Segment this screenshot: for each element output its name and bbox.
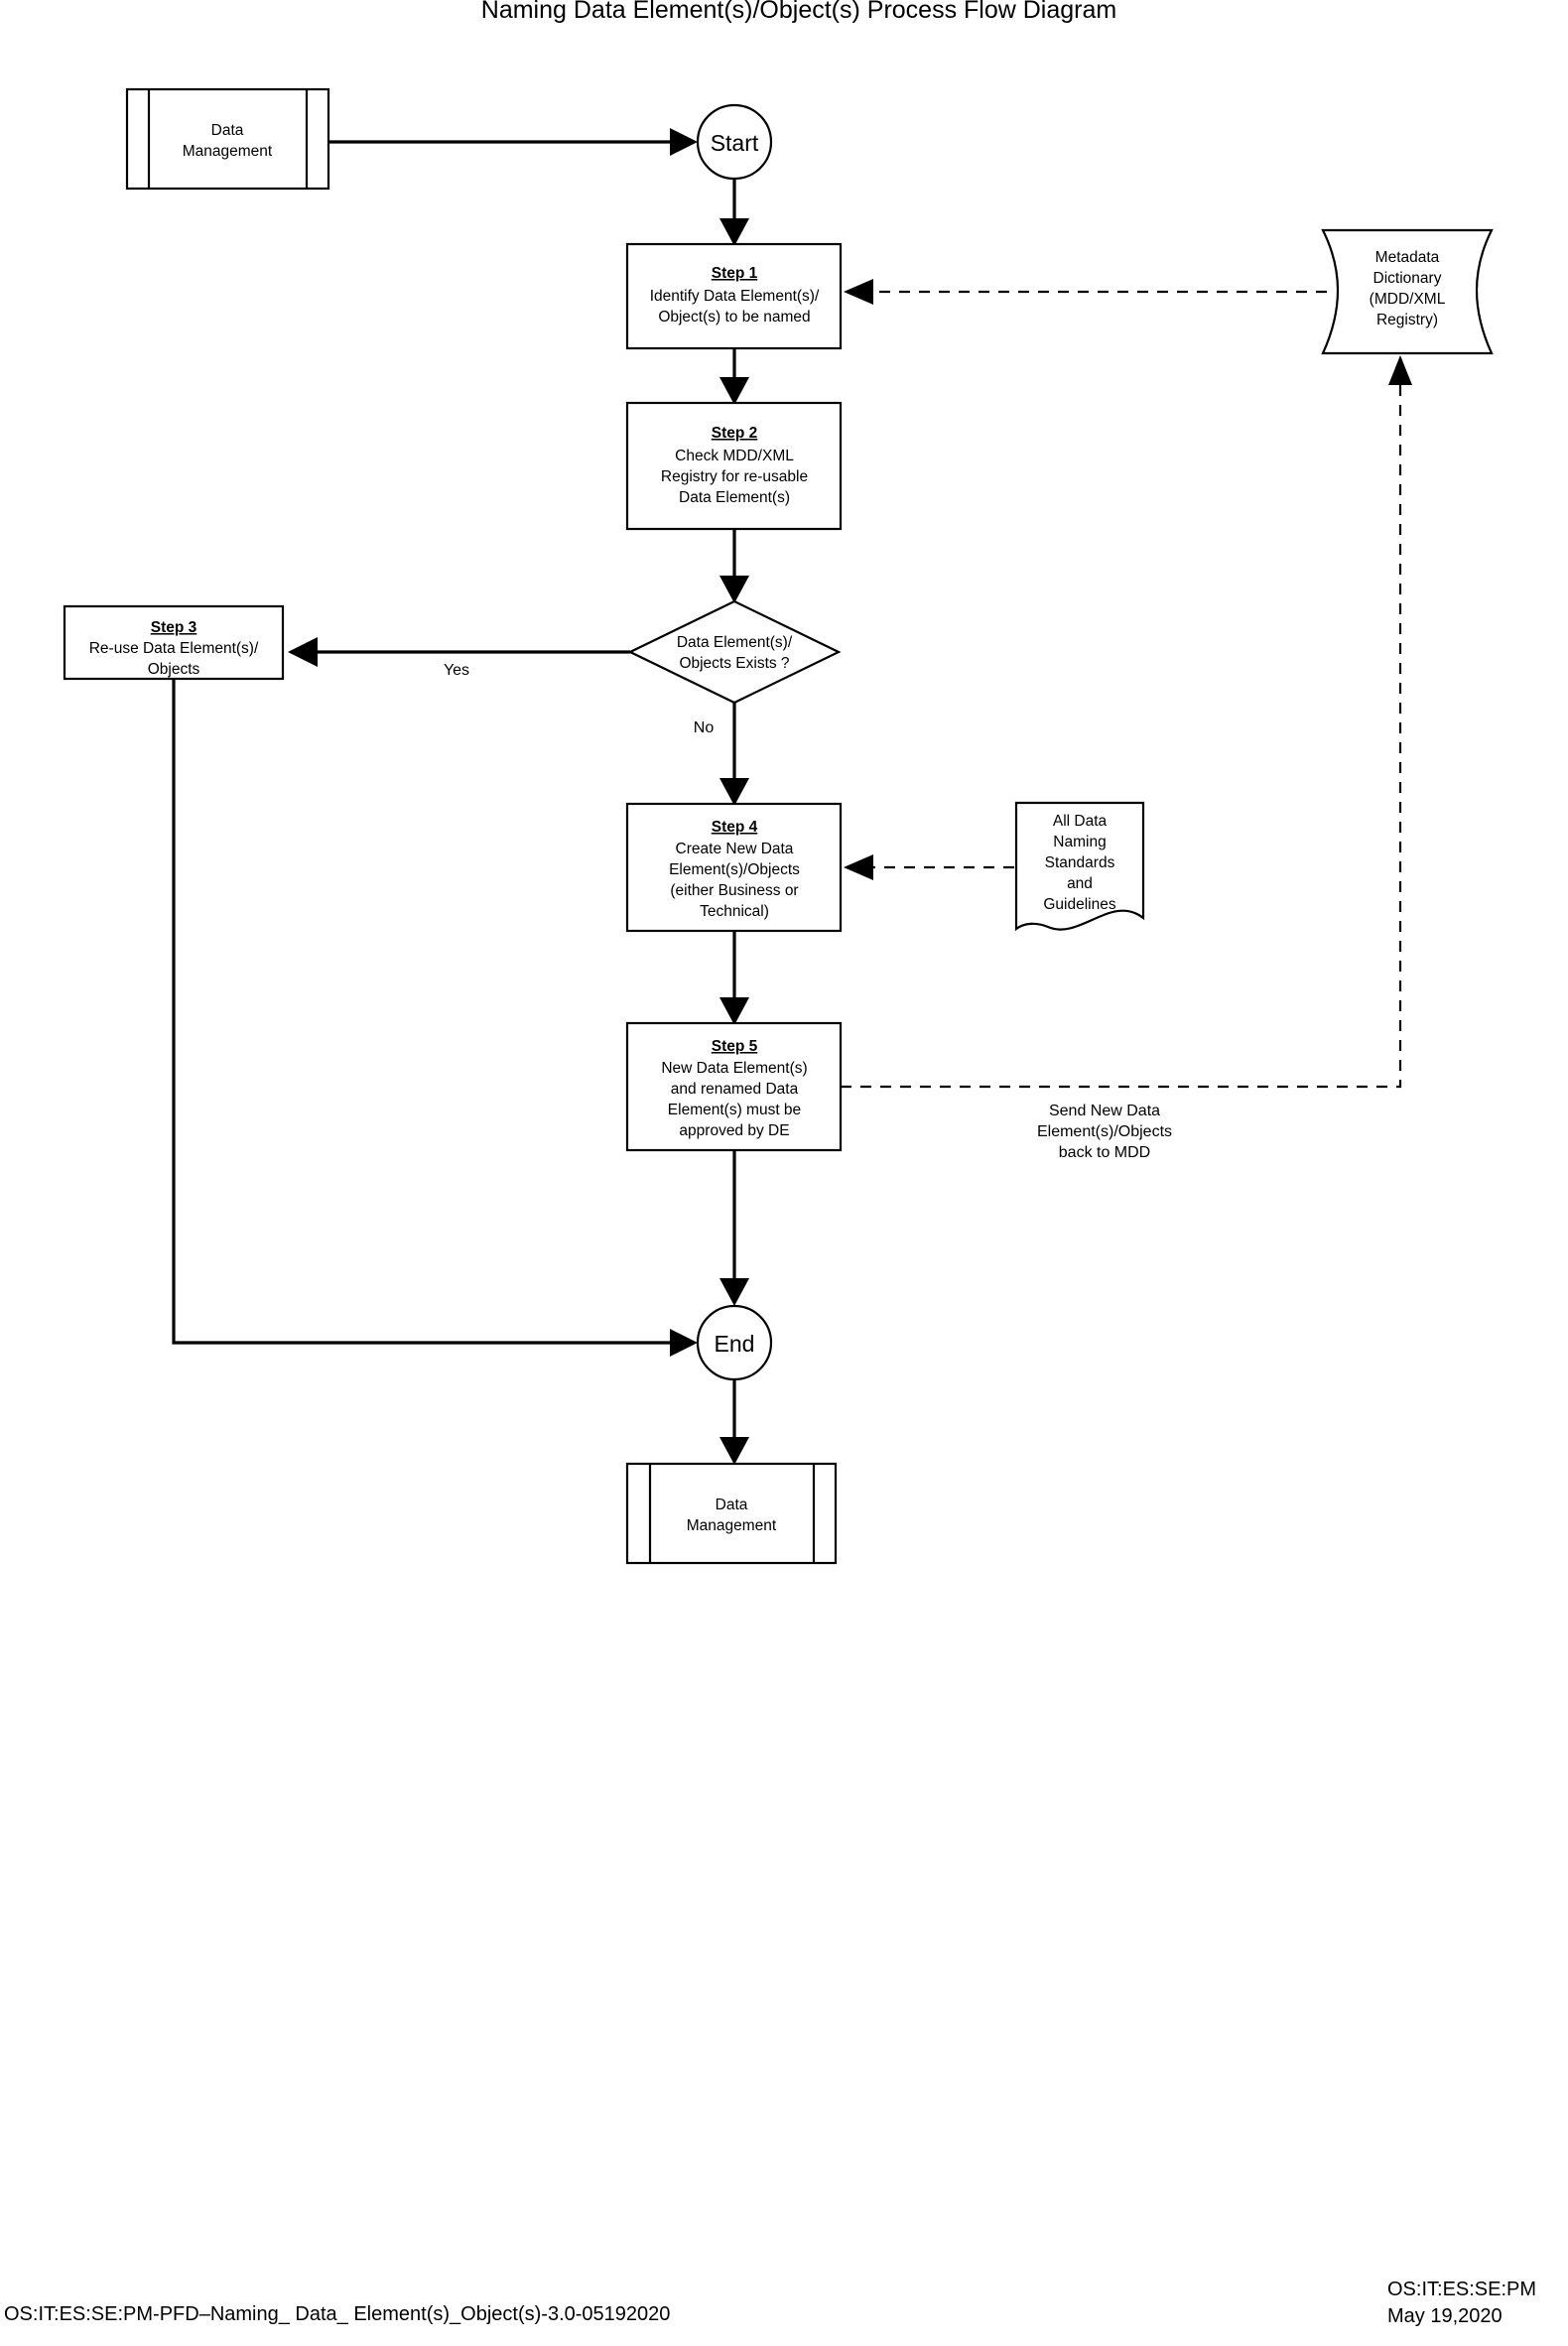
- standards-line-2: Naming: [1053, 834, 1106, 850]
- target-swimlane-line-2: Management: [687, 1517, 777, 1534]
- node-decision-exists[interactable]: Data Element(s)/ Objects Exists ?: [627, 599, 842, 705]
- node-standards-guidelines[interactable]: All Data Naming Standards and Guidelines: [1014, 801, 1145, 932]
- node-target-data-management[interactable]: Data Management: [625, 1462, 838, 1565]
- step1-heading: Step 1: [712, 265, 758, 282]
- end-label: End: [715, 1331, 755, 1357]
- arrow-head-end-from-step3: [670, 1329, 698, 1357]
- arrow-head-step3: [288, 637, 318, 667]
- connector-standards-to-step4: [844, 854, 1014, 880]
- metadata-dictionary-line-1: Metadata: [1375, 249, 1440, 266]
- source-swimlane-line-2: Management: [183, 143, 273, 160]
- standards-document-shape: [1014, 801, 1145, 932]
- arrow-head-target-swimlane: [719, 1437, 749, 1465]
- metadata-dictionary-line-3: (MDD/XML: [1370, 291, 1446, 308]
- step1-line-1: Identify Data Element(s)/: [650, 288, 820, 305]
- connector-step2-to-decision: [719, 529, 749, 603]
- step4-line-2: Element(s)/Objects: [669, 861, 800, 878]
- node-metadata-dictionary[interactable]: Metadata Dictionary (MDD/XML Registry): [1321, 228, 1494, 355]
- connector-start-to-step1: [719, 179, 749, 246]
- target-swimlane-line-1: Data: [716, 1497, 748, 1513]
- step3-line-2: Objects: [148, 661, 200, 678]
- node-source-data-management[interactable]: Data Management: [125, 87, 330, 191]
- step3-line-1: Re-use Data Element(s)/: [89, 640, 259, 657]
- page-title: Naming Data Element(s)/Object(s) Process…: [481, 0, 1116, 24]
- connector-source-to-start: [328, 128, 698, 156]
- node-step3[interactable]: Step 3 Re-use Data Element(s)/ Objects: [63, 604, 285, 681]
- step5-line-2: and renamed Data: [671, 1081, 799, 1098]
- arrow-head-end: [719, 1278, 749, 1306]
- step2-line-1: Check MDD/XML: [675, 448, 794, 464]
- start-label: Start: [711, 130, 759, 156]
- connector-decision-no-to-step4: [719, 703, 749, 806]
- node-end[interactable]: End: [696, 1304, 773, 1381]
- edge-label-sendback-line-1: Send New Data: [1049, 1103, 1160, 1119]
- step2-box: [625, 401, 843, 531]
- connector-step5-to-end: [719, 1150, 749, 1306]
- footer-left: OS:IT:ES:SE:PM-PFD–Naming_ Data_ Element…: [4, 2303, 670, 2325]
- standards-line-5: Guidelines: [1043, 896, 1115, 913]
- connector-decision-yes-to-step3: Yes: [288, 637, 630, 679]
- source-swimlane-line-1: Data: [211, 122, 244, 139]
- connector-step5-to-mdd: Send New Data Element(s)/Objects back to…: [841, 355, 1412, 1161]
- step5-heading: Step 5: [712, 1038, 758, 1055]
- step2-line-3: Data Element(s): [679, 489, 790, 506]
- standards-line-4: and: [1067, 875, 1093, 892]
- node-step4[interactable]: Step 4 Create New Data Element(s)/Object…: [625, 802, 843, 933]
- source-swimlane-outline: [125, 87, 330, 191]
- decision-line-2: Objects Exists ?: [679, 655, 789, 672]
- arrow-head-start: [670, 128, 698, 156]
- decision-diamond: [627, 599, 842, 705]
- node-step2[interactable]: Step 2 Check MDD/XML Registry for re-usa…: [625, 401, 843, 531]
- arrow-head-step1: [719, 218, 749, 246]
- standards-line-3: Standards: [1045, 854, 1115, 871]
- arrow-head-step4: [719, 778, 749, 806]
- step4-heading: Step 4: [712, 819, 758, 836]
- step1-line-2: Object(s) to be named: [658, 309, 810, 326]
- step4-line-4: Technical): [700, 903, 769, 920]
- arrow-head-step4-from-standards: [844, 854, 873, 880]
- edge-label-yes: Yes: [444, 662, 469, 679]
- arrow-head-step2: [719, 377, 749, 405]
- metadata-dictionary-shape: [1321, 228, 1494, 355]
- arrow-head-mdd-from-step5: [1388, 355, 1412, 385]
- node-step5[interactable]: Step 5 New Data Element(s) and renamed D…: [625, 1021, 843, 1152]
- step5-line-4: approved by DE: [679, 1122, 789, 1139]
- arrow-head-decision: [719, 576, 749, 603]
- connector-step4-to-step5: [719, 931, 749, 1025]
- step4-line-3: (either Business or: [670, 882, 798, 899]
- node-start[interactable]: Start: [696, 103, 773, 181]
- footer-right-line-1: OS:IT:ES:SE:PM: [1387, 2279, 1536, 2300]
- arrow-head-step1-from-mdd: [844, 279, 873, 305]
- standards-line-1: All Data: [1053, 813, 1108, 830]
- step5-line-3: Element(s) must be: [668, 1102, 801, 1118]
- connector-mdd-to-step1: [844, 279, 1327, 305]
- target-swimlane-outline: [625, 1462, 838, 1565]
- step2-heading: Step 2: [712, 425, 758, 442]
- step5-box: [625, 1021, 843, 1152]
- step3-heading: Step 3: [151, 619, 197, 636]
- edge-label-sendback-line-3: back to MDD: [1059, 1144, 1150, 1161]
- node-step1[interactable]: Step 1 Identify Data Element(s)/ Object(…: [625, 242, 843, 350]
- edge-label-sendback-line-2: Element(s)/Objects: [1037, 1123, 1172, 1140]
- connector-end-to-target: [719, 1379, 749, 1465]
- metadata-dictionary-line-2: Dictionary: [1373, 270, 1442, 287]
- metadata-dictionary-line-4: Registry): [1376, 312, 1438, 328]
- step5-line-1: New Data Element(s): [661, 1060, 807, 1077]
- step2-line-2: Registry for re-usable: [661, 468, 808, 485]
- decision-line-1: Data Element(s)/: [677, 634, 793, 651]
- connector-step1-to-step2: [719, 348, 749, 405]
- edge-label-no: No: [694, 719, 715, 736]
- step4-line-1: Create New Data: [676, 841, 794, 857]
- connector-step3-to-end: [172, 679, 698, 1357]
- step4-box: [625, 802, 843, 933]
- arrow-head-step5: [719, 997, 749, 1025]
- footer-right-line-2: May 19,2020: [1387, 2305, 1503, 2327]
